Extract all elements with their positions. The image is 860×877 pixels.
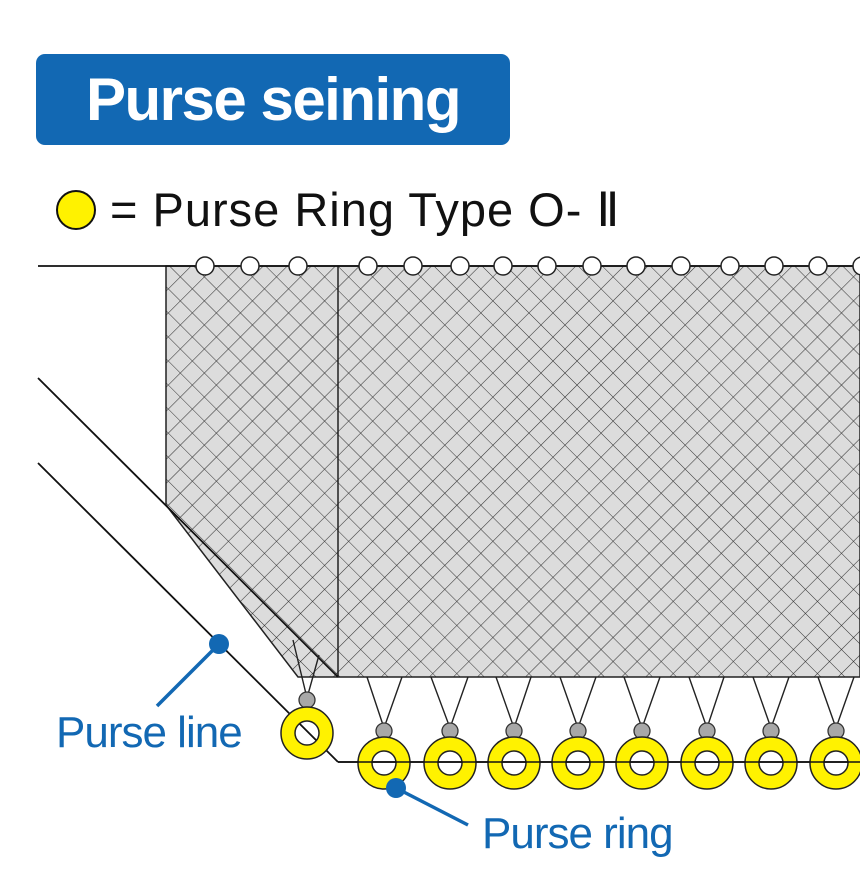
ring-connectors	[298, 691, 845, 740]
purse-line	[37, 462, 339, 763]
floats	[195, 256, 860, 276]
legend: = Purse Ring Type O- Ⅱ	[56, 180, 621, 240]
purse-line-label: Purse line	[56, 708, 242, 757]
float	[403, 256, 423, 276]
float	[720, 256, 740, 276]
float	[671, 256, 691, 276]
diagonal-line-upper	[37, 377, 339, 678]
page-title: Purse seining	[86, 66, 461, 133]
title-badge: Purse seining	[36, 54, 510, 145]
float	[450, 256, 470, 276]
purse-ring-corner	[280, 706, 334, 760]
float	[240, 256, 260, 276]
purse-ring-label: Purse ring	[482, 809, 673, 858]
float	[764, 256, 784, 276]
purse-ring	[423, 736, 477, 790]
float	[288, 256, 308, 276]
purse-ring	[615, 736, 669, 790]
legend-label: = Purse Ring Type O- Ⅱ	[110, 183, 621, 236]
float	[808, 256, 828, 276]
net-mesh	[165, 265, 860, 678]
purse-ring-callout	[386, 778, 469, 827]
float	[582, 256, 602, 276]
float	[626, 256, 646, 276]
float	[358, 256, 378, 276]
purse-ring	[487, 736, 541, 790]
purse-rings	[280, 706, 860, 790]
float	[852, 256, 860, 276]
purse-ring	[551, 736, 605, 790]
float	[493, 256, 513, 276]
purse-ring	[744, 736, 798, 790]
purse-ring	[680, 736, 734, 790]
purse-ring	[357, 736, 411, 790]
float	[195, 256, 215, 276]
yellow-ring-icon	[56, 190, 96, 230]
purse-ring	[809, 736, 860, 790]
purse-line-callout	[155, 634, 229, 708]
float	[537, 256, 557, 276]
